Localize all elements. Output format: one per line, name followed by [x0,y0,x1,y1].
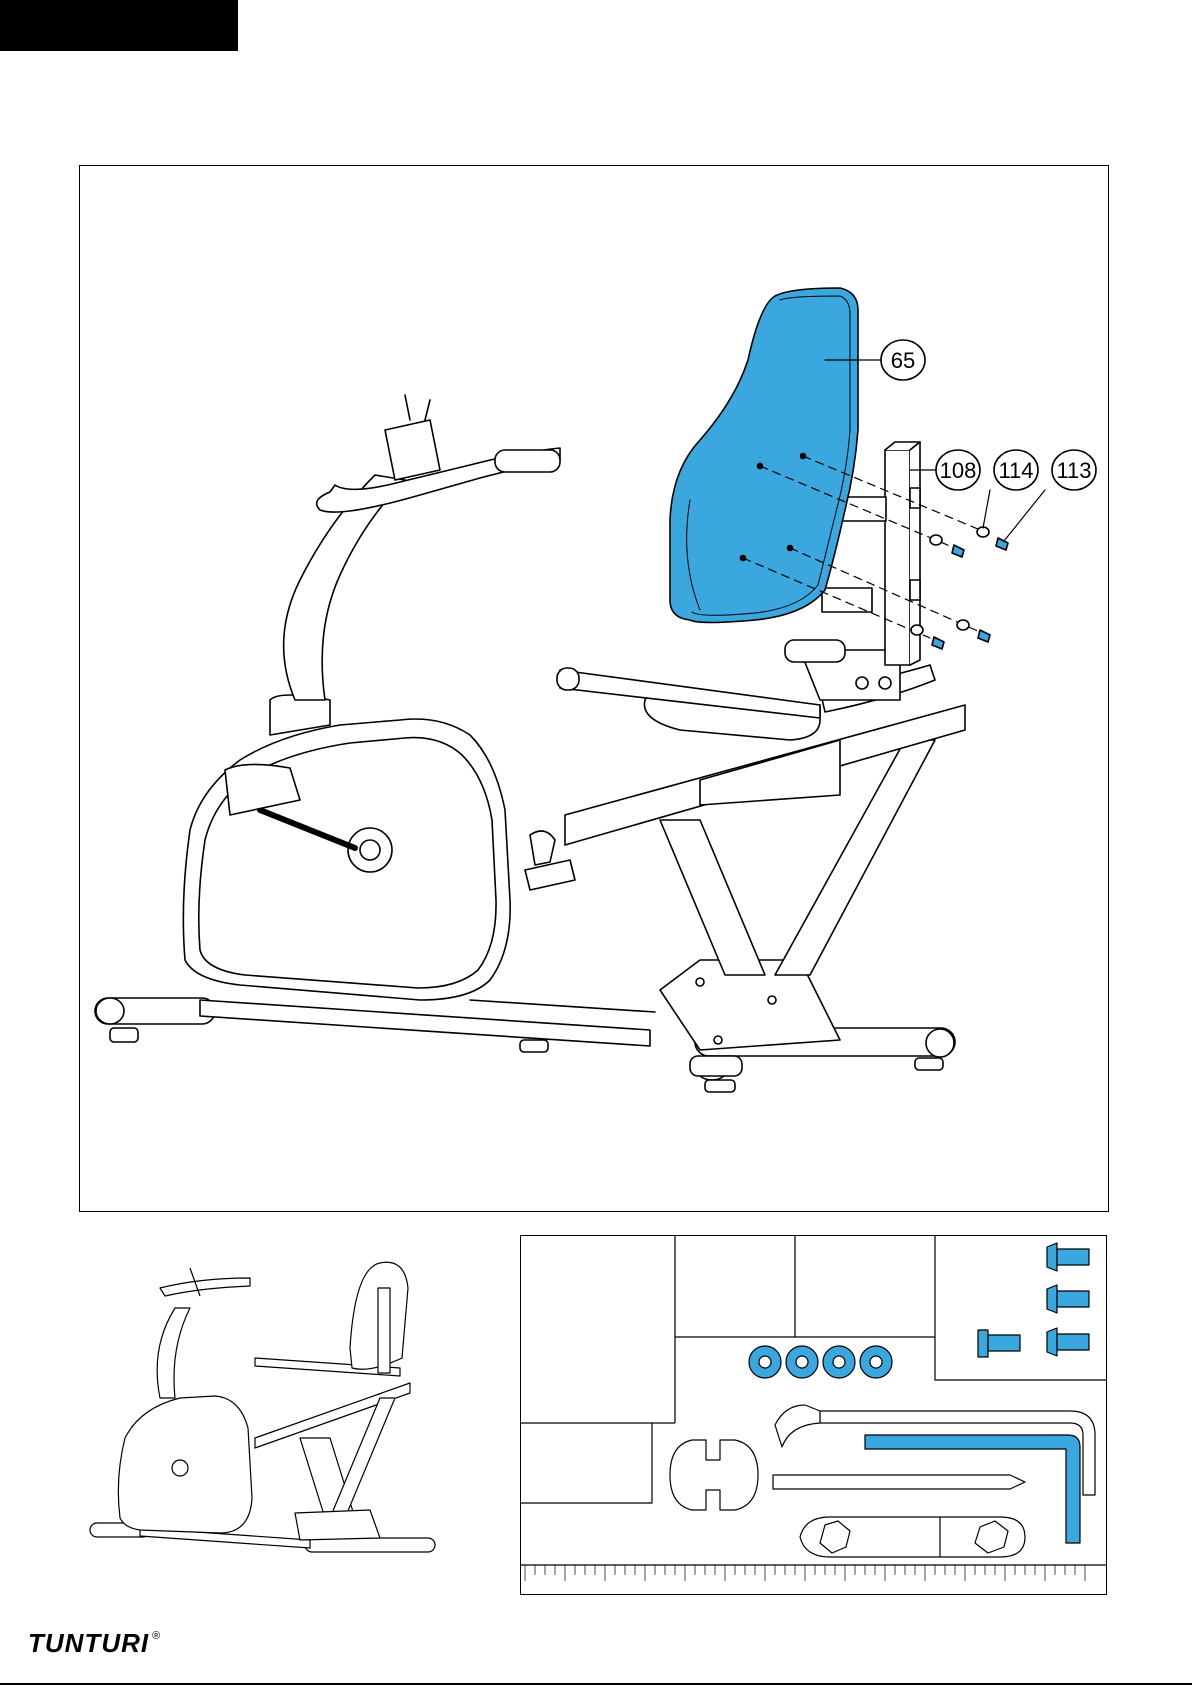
ruler-scale [525,1565,1085,1581]
callout-label-108: 108 [940,458,977,483]
handlebar [317,395,560,512]
wrench-icon [670,1440,1025,1557]
seat-assembly [557,640,935,740]
callout-label-65: 65 [891,348,915,373]
callout-label-114: 114 [998,458,1033,483]
seat-rail [565,705,965,1050]
registered-mark: ® [152,1630,160,1642]
brand-name: TUNTURI [28,1630,149,1656]
parts-diagram [520,1235,1107,1595]
washer-icon [749,1346,892,1378]
bolt-icon [978,1243,1089,1357]
assembled-bike-thumbnail [80,1248,480,1558]
brand-logo: TUNTURI ® [28,1630,160,1656]
page-bottom-rule [0,1683,1192,1685]
assembly-diagram: 65 108 114 113 [0,0,1192,1240]
backrest-part [670,288,858,623]
callout-label-113: 113 [1056,458,1091,483]
bike-body [183,475,510,1000]
fasteners [911,527,1008,649]
